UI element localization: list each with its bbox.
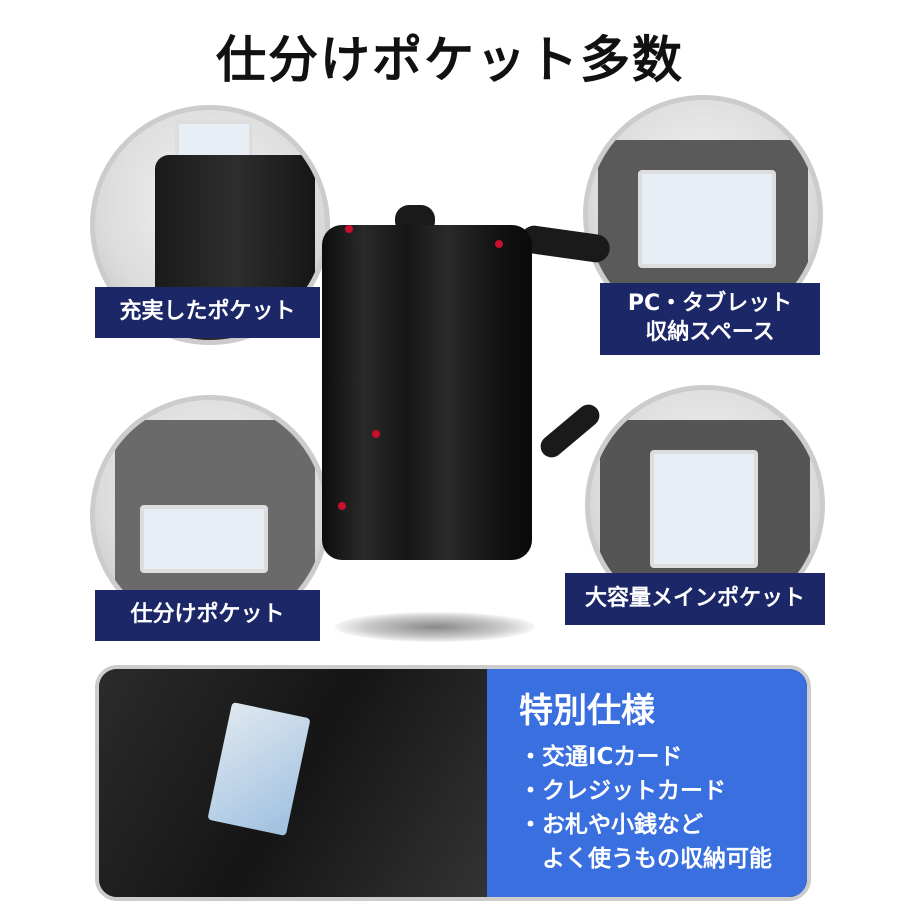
label-text: 充実したポケット [119,299,296,325]
card-image [207,701,311,837]
spec-panel: 特別仕様 ・交通ICカード ・クレジットカード ・お札や小銭など よく使うもの収… [95,665,811,901]
tablet-image [140,505,268,573]
callout-dot [495,240,503,248]
label-main-pocket: 大容量メインポケット [565,573,825,625]
label-text: 大容量メインポケット [584,585,805,611]
items-image [650,450,758,568]
callout-dot [338,502,346,510]
spec-item: よく使うもの収納可能 [519,846,772,872]
spec-heading: 特別仕様 [519,691,655,731]
backpack-side-image [322,225,532,560]
label-pc-tablet: PC・タブレット収納スペース [600,283,820,355]
label-front-pocket: 充実したポケット [95,287,320,338]
laptop-image [638,170,776,268]
spec-item: ・お札や小銭など [519,812,703,838]
page-title: 仕分けポケット多数 [216,31,684,89]
callout-dot [345,225,353,233]
card-pocket-photo [99,669,487,897]
shoulder-strap [536,400,604,462]
label-organizer: 仕分けポケット [95,590,320,641]
label-text: 仕分けポケット [130,602,285,628]
bag-shadow [335,612,535,642]
label-text: PC・タブレット [627,291,793,317]
spec-box: 特別仕様 ・交通ICカード ・クレジットカード ・お札や小銭など よく使うもの収… [487,669,807,897]
callout-dot [372,430,380,438]
label-text: 収納スペース [645,320,775,345]
spec-item: ・交通ICカード [519,744,683,770]
spec-item: ・クレジットカード [519,778,726,804]
